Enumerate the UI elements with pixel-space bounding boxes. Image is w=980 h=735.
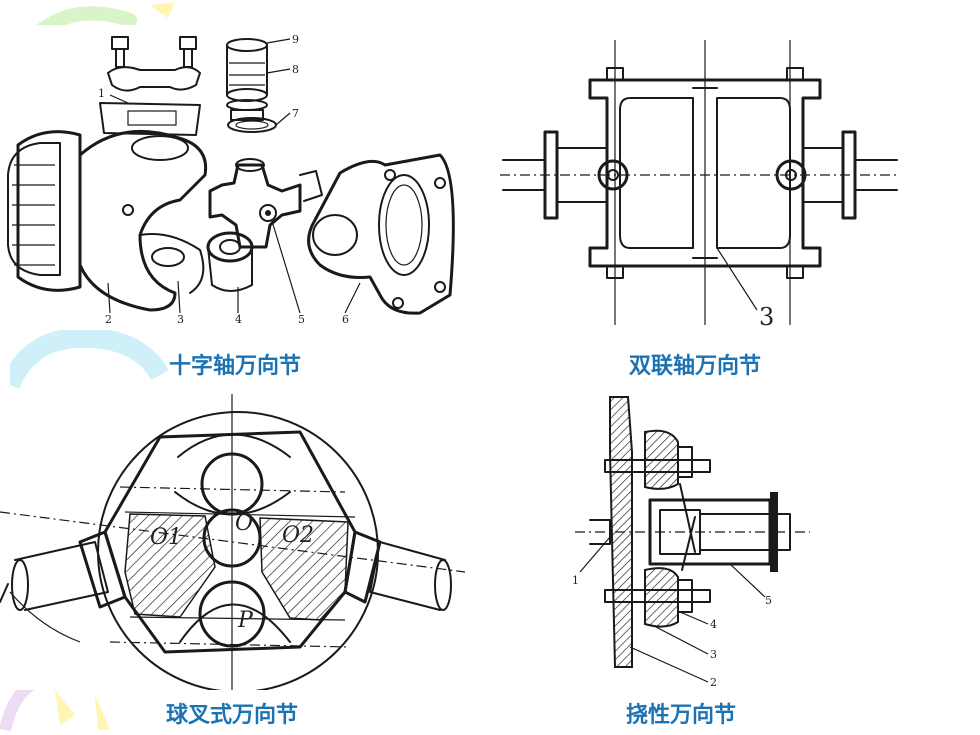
cross-shaft <box>206 158 323 292</box>
window-right <box>716 97 791 249</box>
diagram-ball-fork-joint: O O1 O2 P <box>0 392 465 690</box>
leader-lines <box>107 38 361 314</box>
flexible-joint-drawing: 1 5 4 3 2 <box>572 396 810 689</box>
caption-double-joint: 双联轴万向节 <box>628 354 761 379</box>
hub-shaft <box>589 492 791 572</box>
shaft-right <box>775 130 898 220</box>
center-label-o2: O2 <box>282 523 314 548</box>
part-label-7: 7 <box>292 107 299 120</box>
ball-centre <box>202 508 262 568</box>
bolt-left <box>111 36 129 68</box>
flange-yoke <box>307 153 455 315</box>
fork-section-left <box>124 513 216 618</box>
part-label-2: 2 <box>105 313 112 325</box>
window-left <box>619 97 694 249</box>
part-label-3: 3 <box>177 313 184 325</box>
part-label-6: 6 <box>342 313 349 325</box>
double-joint-frame <box>588 78 822 268</box>
cross-axis-joint-drawing: 9 8 1 7 2 3 4 5 6 <box>7 33 455 325</box>
double-joint-drawing: 3 <box>500 40 900 331</box>
caption-ball-fork-joint: 球叉式万向节 <box>165 703 298 728</box>
part-label-3: 3 <box>759 303 774 331</box>
part-label-3: 3 <box>710 648 717 661</box>
part-label-4: 4 <box>710 618 717 631</box>
diagram-double-joint: 3 <box>495 20 905 335</box>
part-label-9: 9 <box>292 33 299 46</box>
locking-plate <box>107 66 201 92</box>
part-label-1: 1 <box>572 574 579 587</box>
bolt-right <box>179 36 197 68</box>
part-label-5: 5 <box>298 313 305 325</box>
part-label-2: 2 <box>710 676 717 689</box>
part-label-8: 8 <box>292 63 299 76</box>
part-label-5: 5 <box>765 594 772 607</box>
center-label-o1: O1 <box>150 525 182 550</box>
rubber-coupling-upper <box>604 429 711 553</box>
gasket <box>99 102 201 136</box>
ball-fork-joint-drawing: O O1 O2 P <box>0 394 465 690</box>
diagram-cross-axis-joint: 9 8 1 7 2 3 4 5 6 <box>0 25 465 325</box>
part-label-1: 1 <box>98 87 105 100</box>
rubber-coupling-lower <box>604 516 711 628</box>
fork-section-right <box>259 517 349 621</box>
bearing-cup <box>226 38 268 121</box>
ball-bottom <box>198 580 266 648</box>
center-label-o: O <box>235 511 253 536</box>
leader-lines <box>579 536 766 683</box>
shaft-right <box>343 530 452 611</box>
diagram-flexible-joint: 1 5 4 3 2 <box>560 392 840 692</box>
caption-cross-axis-joint: 十字轴万向节 <box>168 354 301 379</box>
point-label-p: P <box>237 608 254 633</box>
part-label-4: 4 <box>235 313 242 325</box>
shaft-left <box>502 130 629 220</box>
caption-flexible-joint: 挠性万向节 <box>625 703 736 728</box>
yoke-left <box>7 130 208 312</box>
